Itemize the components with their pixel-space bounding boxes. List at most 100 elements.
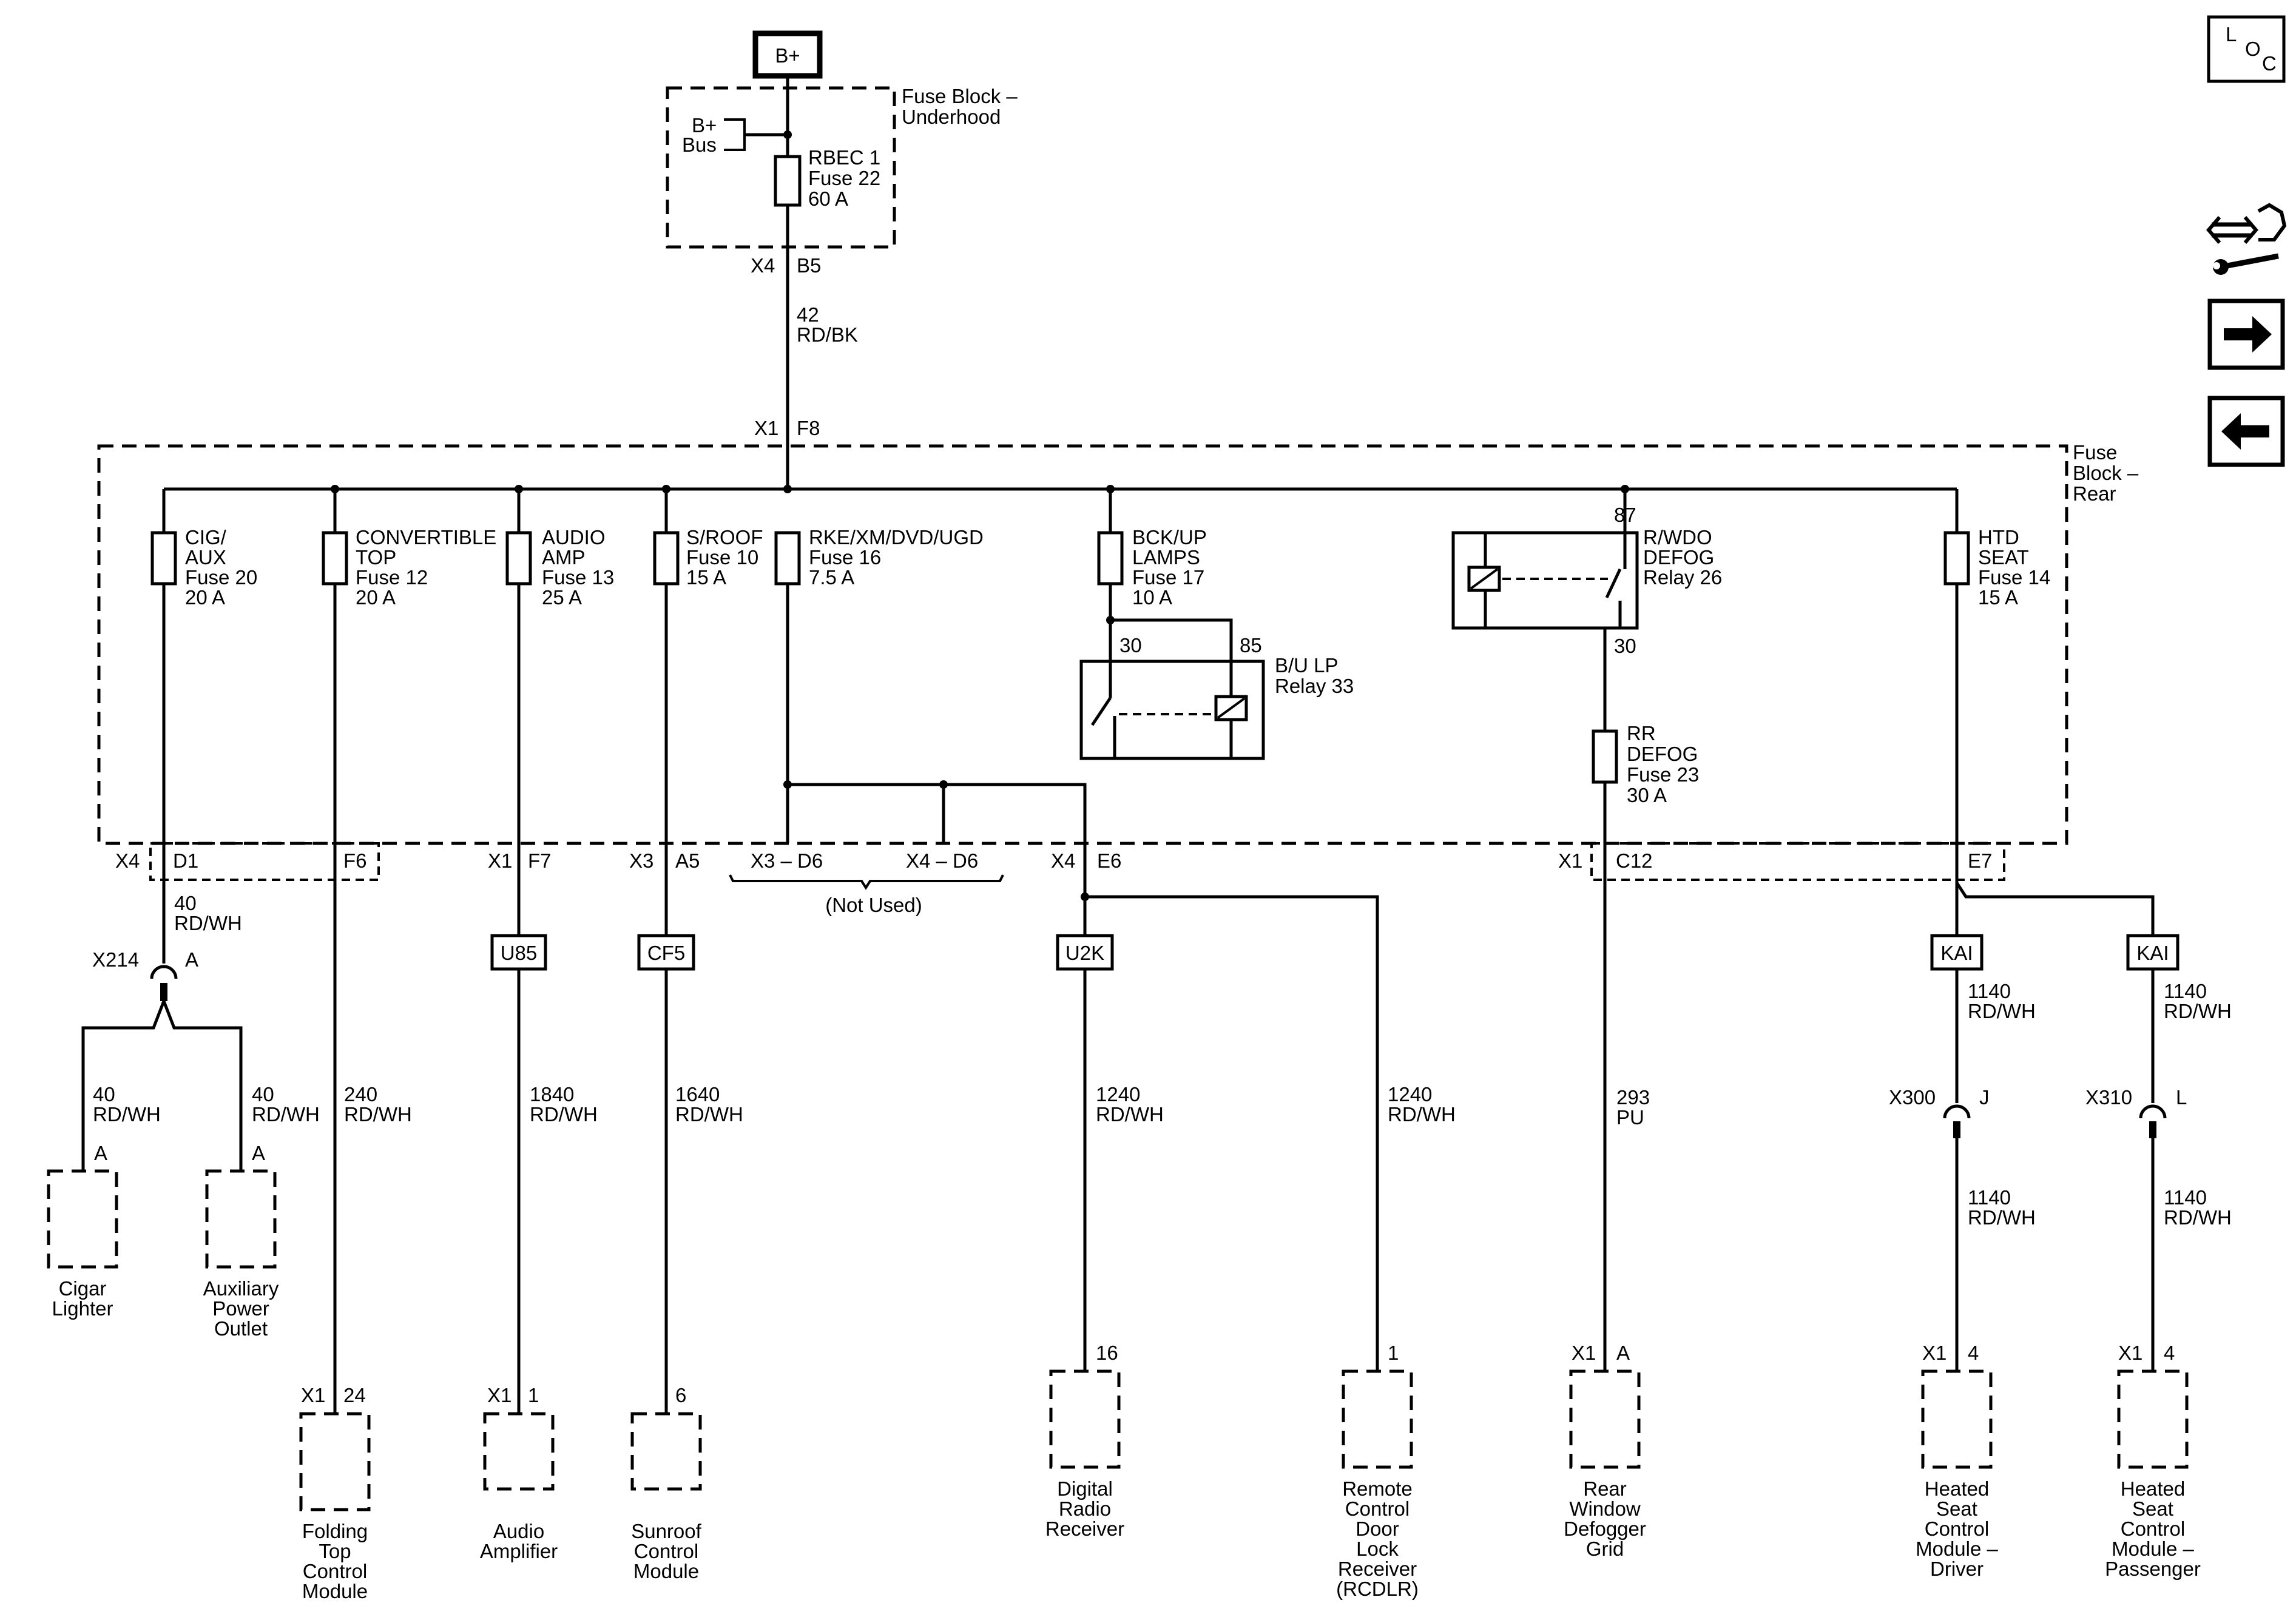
bus-label-line1: B+ xyxy=(692,114,717,137)
fuse-conv-line3: Fuse 12 xyxy=(356,566,428,589)
fuse-convertible-top: CONVERTIBLE TOP Fuse 12 20 A xyxy=(322,526,496,609)
arrow-left-icon[interactable] xyxy=(2207,396,2285,467)
pin-d1: D1 xyxy=(173,849,198,872)
hsp-name-3: Control xyxy=(2121,1517,2185,1540)
wire-cigar-color: RD/WH xyxy=(93,1103,161,1126)
heated-seat-passenger-module xyxy=(2117,1369,2189,1469)
wire-pas-top-gauge: 1140 xyxy=(2164,980,2207,1002)
amp-name-1: Audio xyxy=(493,1520,544,1542)
fuse-rbec1-line1: RBEC 1 xyxy=(808,146,880,169)
inline-x214-pin: A xyxy=(185,948,198,971)
aux-outlet-component xyxy=(205,1169,277,1269)
inline-x214: X214 xyxy=(92,948,139,971)
audio-amplifier-component xyxy=(483,1412,555,1491)
fuse-sroof-line2: Fuse 10 xyxy=(686,546,758,569)
wire-rcdlr-color: RD/WH xyxy=(1388,1103,1456,1126)
rcdlr-name-3: Door xyxy=(1356,1517,1399,1540)
fuse-bck-line2: LAMPS xyxy=(1132,546,1200,569)
fuse-audio-amp: AUDIO AMP Fuse 13 25 A xyxy=(505,526,614,609)
pin-f6: F6 xyxy=(343,849,367,872)
hsd-name-1: Heated xyxy=(1925,1477,1989,1500)
amp-name-2: Amplifier xyxy=(480,1540,558,1562)
rcdlr-component xyxy=(1342,1369,1413,1469)
fuse-rke-line1: RKE/XM/DVD/UGD xyxy=(809,526,984,549)
wire-aux-gauge: 40 xyxy=(252,1083,274,1106)
radio-name-2: Radio xyxy=(1059,1497,1111,1520)
relay-bu-lp: B/U LP Relay 33 xyxy=(1079,654,1354,760)
wire-drv-bot-gauge: 1140 xyxy=(1968,1186,2011,1209)
fuse-cig-aux: CIG/ AUX Fuse 20 20 A xyxy=(150,526,257,609)
hsp-pin: 4 xyxy=(2164,1342,2175,1364)
rcdlr-name-2: Control xyxy=(1345,1497,1410,1520)
battery-source: B+ xyxy=(752,30,823,79)
hsd-name-4: Module – xyxy=(1916,1538,1998,1560)
folding-name-2: Top xyxy=(319,1540,351,1562)
fuse-audio-line2: AMP xyxy=(542,546,586,569)
arrow-right-icon[interactable] xyxy=(2207,299,2285,370)
fuse-rrdefog-line2: DEFOG xyxy=(1627,743,1698,765)
hsd-conn: X1 xyxy=(1922,1342,1947,1364)
loc-button[interactable]: L O C xyxy=(2207,15,2286,83)
inline-x300-pin: J xyxy=(1979,1086,1990,1109)
sunroof-name-2: Control xyxy=(634,1540,698,1562)
splice-kai-driver-label: KAI xyxy=(1940,942,1973,964)
relay33-line2: Relay 33 xyxy=(1275,675,1354,697)
wire-cig-gauge: 40 xyxy=(174,892,197,914)
rcdlr-name-5: Receiver xyxy=(1338,1558,1417,1580)
rcdlr-name-1: Remote xyxy=(1342,1477,1413,1500)
wire-sroof-color: RD/WH xyxy=(675,1103,743,1126)
wire-drv-top-gauge: 1140 xyxy=(1968,980,2011,1002)
feed-wire-gauge: 42 xyxy=(797,303,819,326)
underhood-title-line1: Fuse Block – xyxy=(902,85,1018,107)
conn-x4-d6: X4 – D6 xyxy=(906,849,978,872)
wire-cigar-gauge: 40 xyxy=(93,1083,115,1106)
relay26-line2: DEFOG xyxy=(1643,546,1714,569)
relay26-line1: R/WDO xyxy=(1643,526,1712,549)
wire-pas-top-color: RD/WH xyxy=(2164,1000,2232,1022)
pin-e7: E7 xyxy=(1968,849,1992,872)
grid-name-3: Defogger xyxy=(1564,1517,1646,1540)
hsp-name-5: Passenger xyxy=(2105,1558,2201,1580)
heated-seat-driver-module xyxy=(1921,1369,1993,1469)
relay26-line3: Relay 26 xyxy=(1643,566,1722,589)
grid-name-2: Window xyxy=(1569,1497,1641,1520)
wire-audio-color: RD/WH xyxy=(530,1103,598,1126)
radio-name-1: Digital xyxy=(1057,1477,1113,1500)
fuse-bck-line3: Fuse 17 xyxy=(1132,566,1204,589)
fuse-rbec1-line3: 60 A xyxy=(808,187,848,210)
fuse-rbec1-line2: Fuse 22 xyxy=(808,167,880,189)
relay26-pin30: 30 xyxy=(1614,635,1636,657)
sunroof-name-1: Sunroof xyxy=(631,1520,701,1542)
cigar-name-1: Cigar xyxy=(59,1277,107,1300)
relay-rwdo-defog: R/WDO DEFOG Relay 26 xyxy=(1451,526,1722,630)
wire-pas-bot-gauge: 1140 xyxy=(2164,1186,2207,1209)
fuse-htd-line2: SEAT xyxy=(1978,546,2029,569)
battery-label: B+ xyxy=(775,44,800,67)
hsd-name-3: Control xyxy=(1925,1517,1989,1540)
fuse-cig-line3: Fuse 20 xyxy=(185,566,257,589)
wire-conv-color: RD/WH xyxy=(344,1103,412,1126)
splice-cf5-label: CF5 xyxy=(647,942,685,964)
wire-aux-color: RD/WH xyxy=(252,1103,320,1126)
inline-x300: X300 xyxy=(1889,1086,1936,1109)
cigar-lighter-component xyxy=(47,1169,118,1269)
underhood-title-line2: Underhood xyxy=(902,106,1001,128)
pin-f7: F7 xyxy=(528,849,552,872)
fuse-htd-line4: 15 A xyxy=(1978,586,2018,609)
folding-conn: X1 xyxy=(301,1384,325,1406)
grid-conn: X1 xyxy=(1572,1342,1596,1364)
feed-wire-color: RD/BK xyxy=(797,323,858,346)
fuse-audio-line1: AUDIO xyxy=(542,526,606,549)
sunroof-pin: 6 xyxy=(675,1384,686,1406)
fuse-block-underhood: Fuse Block – Underhood B+ Bus RBEC 1 Fus… xyxy=(666,85,1018,249)
underhood-conn: X4 xyxy=(751,254,775,277)
hsp-name-2: Seat xyxy=(2132,1497,2173,1520)
sunroof-name-3: Module xyxy=(633,1560,699,1582)
rear-title-line1: Fuse xyxy=(2073,441,2117,464)
fuse-rke: RKE/XM/DVD/UGD Fuse 16 7.5 A xyxy=(774,526,984,589)
hsp-conn: X1 xyxy=(2118,1342,2142,1364)
rear-entry-pin: F8 xyxy=(797,417,820,439)
wire-audio-gauge: 1840 xyxy=(530,1083,574,1106)
aux-pin: A xyxy=(252,1142,265,1164)
connector-repair-icon[interactable] xyxy=(2206,203,2287,275)
